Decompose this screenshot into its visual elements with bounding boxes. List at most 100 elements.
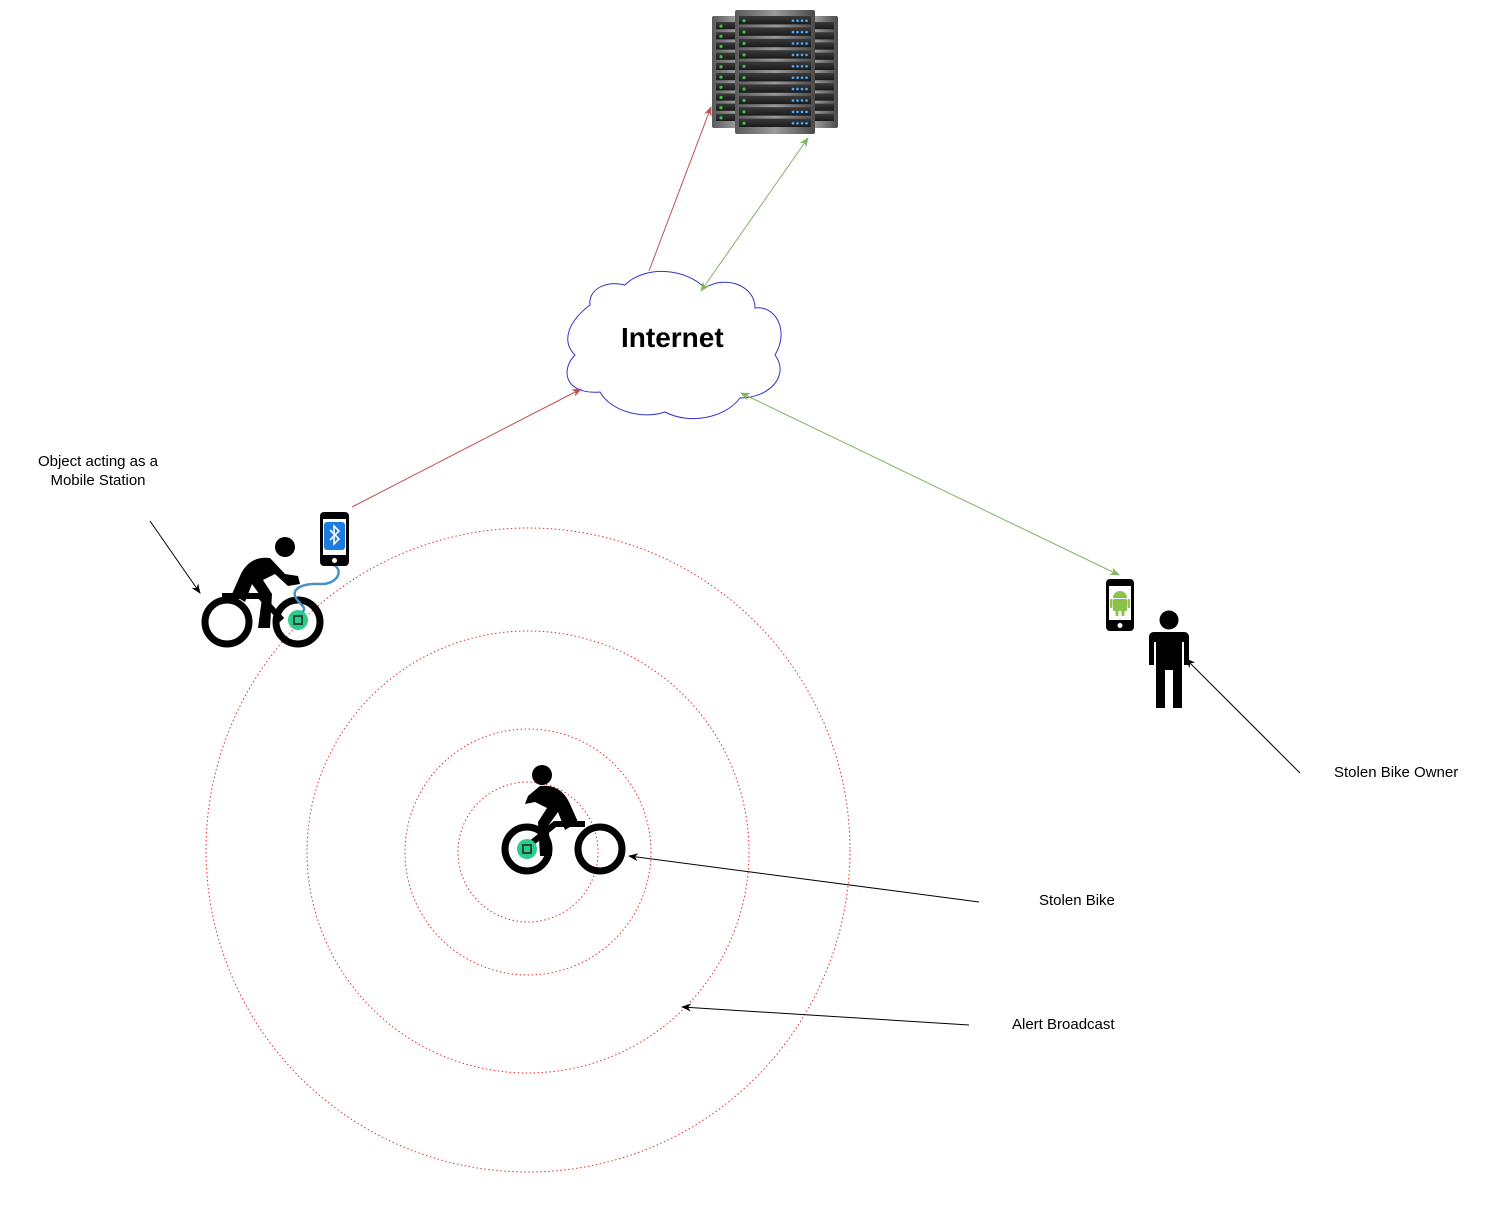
server-unit <box>739 95 811 105</box>
alert-broadcast-label: Alert Broadcast <box>1012 1016 1115 1033</box>
server-led <box>805 99 808 102</box>
server-led <box>796 99 799 102</box>
server-led <box>791 87 795 91</box>
server-led <box>796 19 799 23</box>
server-unit <box>739 38 811 48</box>
server-led <box>800 76 804 79</box>
cyclist-icon <box>201 537 324 648</box>
pointer-stolen-bike-owner <box>1185 658 1301 774</box>
cyclist-icon <box>501 765 626 875</box>
sync-arrow-internet-server <box>700 137 809 292</box>
person-icon <box>1149 610 1189 708</box>
bluetooth-wire <box>293 563 340 614</box>
server-rack-icon <box>712 10 838 134</box>
pointer-alert-broadcast <box>681 1003 970 1026</box>
sync-arrow-internet-owner <box>740 392 1120 576</box>
server-led <box>742 64 746 68</box>
server-led <box>742 41 746 46</box>
chip-icon <box>517 839 537 859</box>
server-led <box>742 98 746 103</box>
server-led <box>800 65 804 68</box>
server-led <box>719 116 723 120</box>
pointer-stolen-bike <box>628 853 980 903</box>
server-led <box>796 30 799 34</box>
server-led <box>719 34 723 38</box>
server-led <box>742 19 746 23</box>
server-led <box>800 110 804 114</box>
server-led <box>805 42 808 45</box>
server-led <box>742 76 746 80</box>
chip-icon <box>288 610 308 630</box>
server-led <box>742 53 746 57</box>
server-led <box>742 121 746 125</box>
server-unit <box>739 118 811 127</box>
server-unit <box>739 73 811 82</box>
server-led <box>796 87 799 91</box>
server-led <box>791 122 795 125</box>
android-phone-icon <box>1106 579 1134 631</box>
broadcast-ring-3 <box>404 728 652 976</box>
server-led <box>719 44 723 49</box>
server-led <box>719 65 723 69</box>
server-unit <box>739 27 811 36</box>
server-led <box>791 99 795 102</box>
server-led <box>719 75 723 79</box>
server-led <box>796 122 799 125</box>
server-led <box>791 42 795 45</box>
internet-label: Internet <box>621 322 724 353</box>
server-led <box>719 106 723 110</box>
mobile-station-label: Object acting as a Mobile Station <box>28 452 168 490</box>
pointer-mobile-station <box>149 520 201 594</box>
server-led <box>796 53 799 57</box>
server-led <box>800 87 804 91</box>
server-led <box>805 53 808 57</box>
upload-arrow-internet-to-server <box>648 106 712 272</box>
server-led <box>800 53 804 57</box>
server-led <box>800 42 804 45</box>
server-led <box>719 85 723 89</box>
server-led <box>791 76 795 79</box>
server-led <box>805 19 808 23</box>
server-led <box>719 95 723 100</box>
server-led <box>742 30 746 34</box>
server-unit <box>739 50 811 59</box>
server-led <box>791 30 795 34</box>
mobile-station-label-line1: Object acting as a <box>37 453 159 470</box>
server-led <box>805 110 808 114</box>
broadcast-ring-1 <box>205 527 851 1173</box>
stolen-bike-label: Stolen Bike <box>1039 892 1115 909</box>
server-led <box>805 65 808 68</box>
server-unit <box>739 107 811 116</box>
server-led <box>800 99 804 102</box>
server-led <box>791 65 795 68</box>
cloud-icon <box>566 271 782 419</box>
server-led <box>742 110 746 114</box>
server-led <box>791 53 795 57</box>
server-led <box>791 19 795 23</box>
server-led <box>805 30 808 34</box>
stolen-bike-owner-label: Stolen Bike Owner <box>1334 764 1459 781</box>
server-led <box>796 65 799 68</box>
server-led <box>719 55 723 59</box>
broadcast-ring-4 <box>457 781 599 923</box>
server-unit <box>739 61 811 70</box>
server-led <box>742 87 746 91</box>
server-led <box>805 76 808 79</box>
connectors <box>149 106 1301 1026</box>
server-led <box>805 87 808 91</box>
alert-broadcast-rings <box>205 527 851 1173</box>
server-led <box>805 122 808 125</box>
server-unit <box>739 84 811 93</box>
mobile-station-label-line2: Mobile Station <box>50 472 146 489</box>
bluetooth-phone-icon <box>320 512 349 566</box>
server-led <box>796 76 799 79</box>
server-led <box>796 42 799 45</box>
server-led <box>800 30 804 34</box>
server-led <box>796 110 799 114</box>
server-led <box>800 19 804 23</box>
broadcast-ring-2 <box>306 630 750 1074</box>
server-led <box>791 110 795 114</box>
upload-arrow-station-to-internet <box>351 388 582 508</box>
server-led <box>719 24 723 28</box>
